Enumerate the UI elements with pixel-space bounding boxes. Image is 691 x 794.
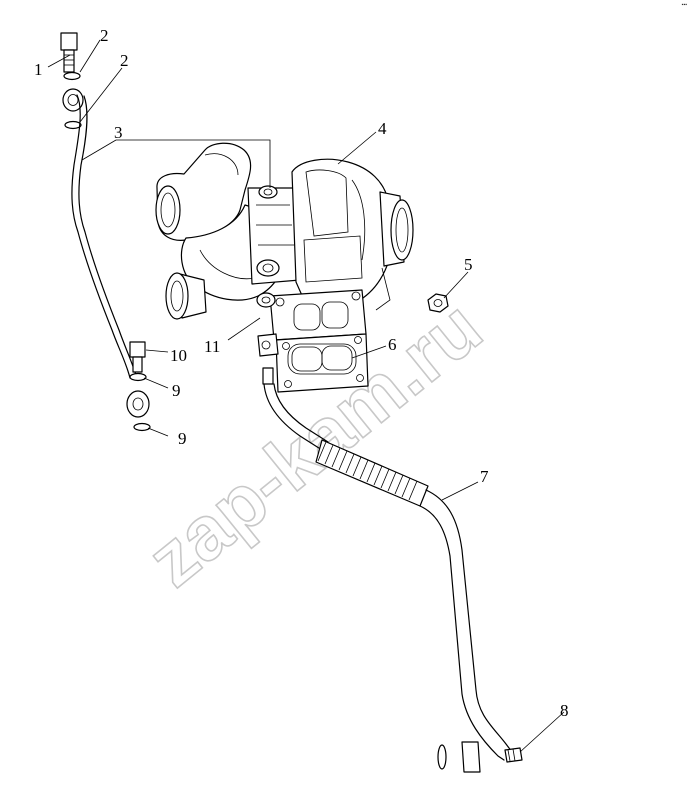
callout-8: 8 <box>560 701 569 720</box>
gasket <box>275 333 369 393</box>
callout-7: 7 <box>480 467 489 486</box>
callout-6: 6 <box>388 335 397 354</box>
callout-3: 3 <box>114 123 123 142</box>
flange-bolt <box>504 747 523 763</box>
callout-11: 11 <box>204 337 220 356</box>
callout-9b: 9 <box>178 429 187 448</box>
leader-lines <box>47 39 565 753</box>
turbocharger <box>155 142 414 320</box>
callout-2a: 2 <box>100 26 109 45</box>
oil-drain-pipe <box>256 292 513 773</box>
callout-10: 10 <box>170 346 187 365</box>
drain-banjo-fitting <box>126 390 150 418</box>
callout-4: 4 <box>378 119 387 138</box>
drain-washer-upper <box>129 372 147 382</box>
banjo-bolt <box>60 32 78 73</box>
turbine-inlet-flange <box>269 289 367 341</box>
callout-1: 1 <box>34 60 43 79</box>
drain-flange <box>256 292 279 385</box>
corner-mark: ▪▪▪ <box>681 2 687 8</box>
callout-9a: 9 <box>172 381 181 400</box>
drain-gasket <box>437 744 447 770</box>
washer-upper <box>63 71 81 81</box>
banjo-fitting <box>62 88 84 112</box>
drain-washer-lower <box>133 422 151 432</box>
nut <box>427 293 449 313</box>
callout-5: 5 <box>464 255 473 274</box>
washer-lower <box>64 120 82 130</box>
oil-supply-pipe <box>60 32 138 379</box>
callout-2b: 2 <box>120 51 129 70</box>
drain-banjo-bolt <box>129 341 146 373</box>
